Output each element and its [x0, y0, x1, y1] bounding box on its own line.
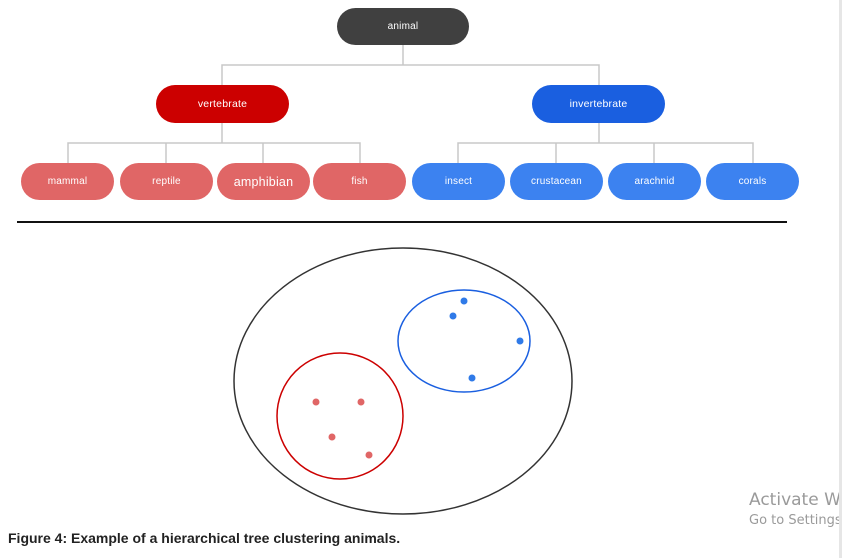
- outer-cluster-ellipse: [233, 247, 573, 515]
- section-divider: [17, 221, 787, 223]
- invertebrate-connector: [457, 123, 754, 163]
- cluster-point: [328, 433, 336, 441]
- root-connector: [221, 45, 600, 85]
- leaf-reptile: reptile: [120, 163, 213, 200]
- cluster-point: [312, 398, 320, 406]
- vertebrate-cluster-points: [312, 398, 373, 459]
- cluster-point: [449, 312, 457, 320]
- leaf-corals: corals: [706, 163, 799, 200]
- cluster-point: [365, 451, 373, 459]
- node-invertebrate: invertebrate: [532, 85, 665, 123]
- leaf-mammal: mammal: [21, 163, 114, 200]
- figure-caption: Figure 4: Example of a hierarchical tree…: [8, 530, 401, 546]
- cluster-point: [516, 337, 524, 345]
- cluster-point: [357, 398, 365, 406]
- invertebrate-cluster-ellipse: [397, 289, 531, 393]
- cluster-point: [460, 297, 468, 305]
- watermark-title: Activate W: [749, 490, 841, 510]
- cluster-point: [468, 374, 476, 382]
- tree-connectors: [67, 45, 754, 163]
- node-vertebrate: vertebrate: [156, 85, 289, 123]
- leaf-insect: insect: [412, 163, 505, 200]
- node-animal: animal: [337, 8, 469, 45]
- window-edge: [839, 0, 842, 558]
- vertebrate-cluster-circle: [276, 352, 404, 480]
- leaf-amphibian: amphibian: [217, 163, 310, 200]
- leaf-fish: fish: [313, 163, 406, 200]
- activation-watermark[interactable]: Activate W Go to Settings: [749, 490, 842, 528]
- vertebrate-connector: [67, 123, 361, 163]
- watermark-subtitle: Go to Settings: [749, 513, 842, 528]
- invertebrate-cluster-points: [449, 297, 524, 382]
- leaf-arachnid: arachnid: [608, 163, 701, 200]
- leaf-crustacean: crustacean: [510, 163, 603, 200]
